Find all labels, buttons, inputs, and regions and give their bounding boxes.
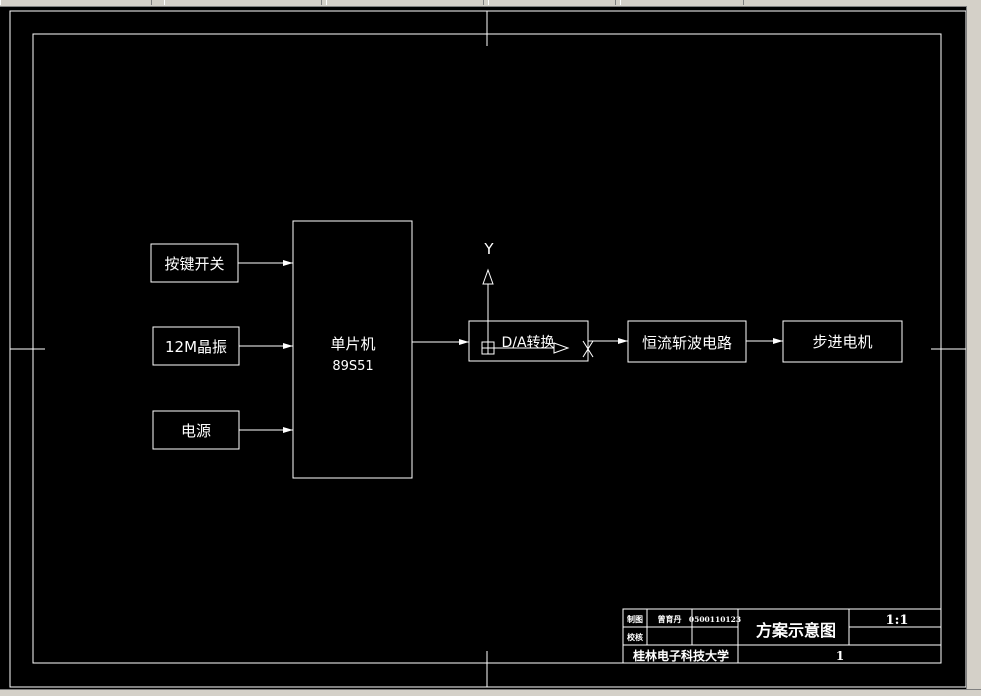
block-stepper-motor[interactable]: 步进电机	[782, 320, 903, 363]
block-power[interactable]: 电源	[152, 410, 240, 450]
block-mcu-name: 单片机	[330, 335, 375, 353]
block-da-converter[interactable]: D/A转换	[468, 320, 589, 362]
vertical-scrollbar[interactable]	[966, 6, 981, 696]
title-block[interactable]: 制图 曾育丹 0500110123 校核 方案示意图 1:1 桂林电子科技大学 …	[622, 608, 942, 664]
block-key-switch[interactable]: 按键开关	[150, 243, 239, 283]
toolbar-field[interactable]	[326, 0, 484, 5]
title-block-scale: 1:1	[886, 613, 909, 628]
title-block-student-id: 0500110123	[689, 615, 741, 624]
toolbar-field[interactable]	[620, 0, 744, 5]
block-chopper-circuit-label: 恒流斩波电路	[642, 334, 732, 352]
title-block-row1-col1: 制图	[627, 614, 643, 624]
ucs-axis-label: Y	[483, 240, 494, 258]
title-block-school: 桂林电子科技大学	[632, 648, 729, 663]
title-block-row2-col1: 校核	[627, 632, 643, 642]
toolbar-field[interactable]	[164, 0, 322, 5]
toolbar-field[interactable]	[0, 0, 152, 5]
block-crystal-label: 12M晶振	[165, 338, 227, 356]
title-block-drawing-title: 方案示意图	[756, 621, 836, 640]
block-key-switch-label: 按键开关	[164, 255, 224, 273]
horizontal-scrollbar[interactable]	[0, 689, 981, 696]
block-stepper-motor-label: 步进电机	[812, 333, 872, 351]
ucs-axis-icon: Y	[481, 240, 594, 358]
title-block-sheet-number: 1	[836, 649, 844, 663]
block-da-converter-label: D/A转换	[501, 334, 554, 351]
block-crystal[interactable]: 12M晶振	[152, 326, 240, 366]
block-chopper-circuit[interactable]: 恒流斩波电路	[627, 320, 747, 363]
toolbar-field[interactable]	[488, 0, 616, 5]
block-mcu[interactable]: 单片机 89S51	[292, 220, 413, 479]
toolbar-strip	[0, 0, 981, 7]
block-power-label: 电源	[181, 422, 211, 440]
block-mcu-model: 89S51	[332, 359, 373, 374]
title-block-drafter: 曾育丹	[658, 614, 682, 624]
